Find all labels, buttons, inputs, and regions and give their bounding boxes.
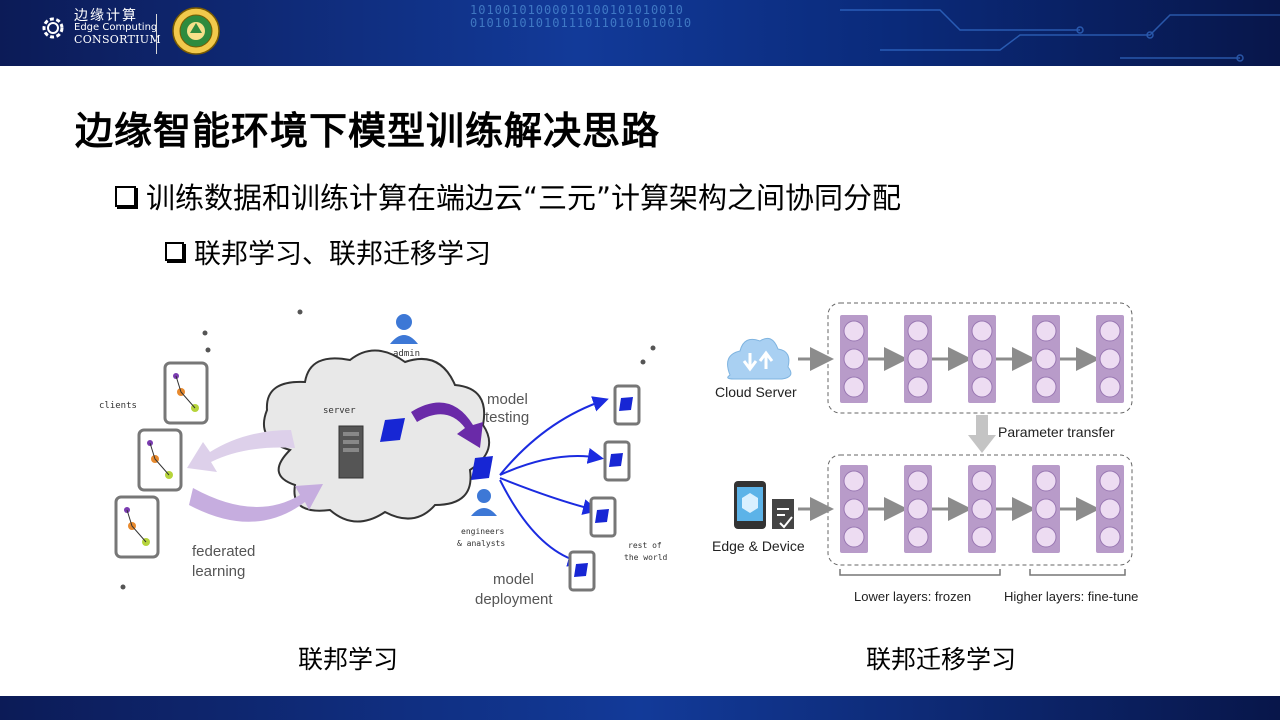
neuron-node xyxy=(843,526,865,548)
slide-title: 边缘智能环境下模型训练解决思路 xyxy=(75,109,661,153)
circuit-decoration xyxy=(840,9,1280,62)
neuron-node xyxy=(1035,348,1057,370)
edge-device-label: Edge & Device xyxy=(712,538,805,554)
engineers-line1: engineers xyxy=(461,527,505,536)
logo-en-line2: CONSORTIUM xyxy=(74,33,161,46)
transfer-learning-diagram: Cloud Server Edge & Device Parameter tra… xyxy=(712,302,1138,604)
model-icon xyxy=(380,418,405,442)
neuron-node xyxy=(843,498,865,520)
deployed-model-icon xyxy=(471,456,493,480)
deployment-arrows xyxy=(499,396,609,567)
logo-separator xyxy=(156,14,157,54)
lower-layers-label: Lower layers: frozen xyxy=(854,589,971,604)
edge-device-icon xyxy=(734,481,794,529)
higher-layers-brace xyxy=(1029,569,1126,576)
neuron-node xyxy=(907,320,929,342)
model-testing-line2: testing xyxy=(485,409,529,426)
neuron-node xyxy=(1035,470,1057,492)
update-arrow xyxy=(189,484,323,522)
rest-of-world-line1: rest of xyxy=(628,541,662,550)
edge-layers xyxy=(840,465,1124,553)
engineers-person-icon xyxy=(471,489,497,516)
cloud-server-icon xyxy=(727,337,792,380)
logo-en-line1: Edge Computing xyxy=(74,22,158,33)
neuron-node xyxy=(971,376,993,398)
cloud-server-label: Cloud Server xyxy=(715,384,797,400)
neuron-node xyxy=(971,470,993,492)
lower-layers-brace xyxy=(839,569,1001,576)
bullet-level1: 训练数据和训练计算在端边云“三元”计算架构之间协同分配 xyxy=(115,175,901,217)
gear-icon xyxy=(42,17,64,39)
transfer-learning-caption: 联邦迁移学习 xyxy=(866,645,1017,674)
neuron-node xyxy=(907,376,929,398)
admin-label: admin xyxy=(393,349,420,359)
parameter-transfer-label: Parameter transfer xyxy=(998,424,1115,440)
neuron-node xyxy=(971,498,993,520)
neuron-node xyxy=(971,526,993,548)
neuron-node xyxy=(907,348,929,370)
checkbox-bullet-icon xyxy=(115,185,136,207)
footer-banner xyxy=(0,696,1280,720)
clients-label: clients xyxy=(99,401,137,411)
rest-of-world-line2: the world xyxy=(624,553,668,562)
aggregation-arrow xyxy=(187,430,295,472)
neuron-node xyxy=(971,320,993,342)
bullet-level1-text: 训练数据和训练计算在端边云“三元”计算架构之间协同分配 xyxy=(146,181,902,215)
checkbox-bullet-icon xyxy=(165,242,184,261)
engineers-line2: & analysts xyxy=(457,539,505,548)
higher-layers-label: Higher layers: fine-tune xyxy=(1004,589,1138,604)
admin-person-icon xyxy=(390,314,418,344)
binary-decoration: 10100101000010100101010010 0101010101011… xyxy=(470,3,693,30)
client-graph-icons xyxy=(124,373,199,546)
neuron-node xyxy=(1099,348,1121,370)
server-label: server xyxy=(323,406,356,416)
parameter-transfer-arrow xyxy=(968,415,996,453)
neuron-node xyxy=(907,498,929,520)
neuron-node xyxy=(907,470,929,492)
federated-learning-line1: federated xyxy=(192,543,255,560)
neuron-node xyxy=(1099,376,1121,398)
neuron-node xyxy=(1035,320,1057,342)
neuron-node xyxy=(843,470,865,492)
cloud-shape xyxy=(262,349,491,523)
neuron-node xyxy=(971,348,993,370)
neuron-node xyxy=(1099,320,1121,342)
neuron-node xyxy=(843,348,865,370)
neuron-node xyxy=(1099,470,1121,492)
edge-computing-consortium-logo: 边缘计算 Edge Computing CONSORTIUM xyxy=(38,8,161,46)
neuron-node xyxy=(907,526,929,548)
server-icon xyxy=(338,425,364,479)
university-seal-icon xyxy=(172,7,220,55)
neuron-node xyxy=(1099,526,1121,548)
model-testing-line1: model xyxy=(487,391,528,408)
neuron-node xyxy=(843,376,865,398)
neuron-node xyxy=(1099,498,1121,520)
cloud-layers xyxy=(840,315,1124,403)
model-deployment-line2: deployment xyxy=(475,591,553,608)
model-deployment-line1: model xyxy=(493,571,534,588)
bullet-level2: 联邦学习、联邦迁移学习 xyxy=(165,232,491,271)
bullet-level2-text: 联邦学习、联邦迁移学习 xyxy=(194,239,491,270)
neuron-node xyxy=(843,320,865,342)
testing-arrow xyxy=(411,402,483,448)
neuron-node xyxy=(1035,376,1057,398)
neuron-node xyxy=(1035,526,1057,548)
federated-learning-diagram: admin server model testing engineers & a… xyxy=(99,309,668,608)
federated-learning-line2: learning xyxy=(192,563,245,580)
federated-learning-caption: 联邦学习 xyxy=(298,645,399,674)
logo-cn-text: 边缘计算 xyxy=(74,8,138,24)
neuron-node xyxy=(1035,498,1057,520)
